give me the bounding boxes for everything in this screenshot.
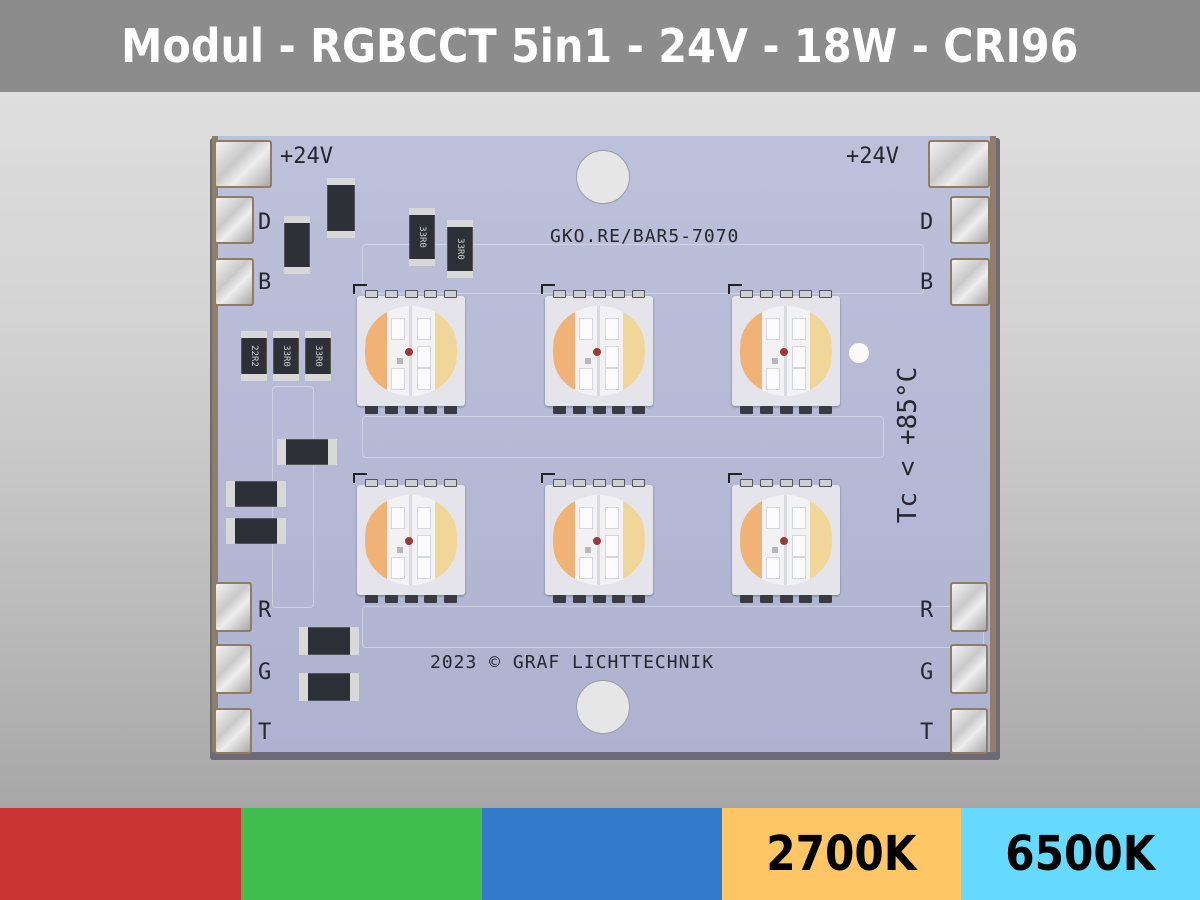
solder-pad-left-r bbox=[214, 582, 252, 632]
solder-pad-right-24v bbox=[928, 140, 990, 188]
copyright-text: 2023 © GRAF LICHTTECHNIK bbox=[430, 652, 715, 673]
solder-pad-left-g bbox=[214, 644, 252, 694]
label-2700k: 2700K bbox=[766, 826, 917, 882]
solder-pad-left-24v bbox=[214, 140, 272, 188]
smd-diode bbox=[226, 518, 286, 544]
pad-label-left-b: B bbox=[258, 270, 272, 295]
led-module-pcb bbox=[212, 136, 996, 752]
pad-label-right-t: T bbox=[920, 720, 934, 745]
pad-label-left-r: R bbox=[258, 598, 272, 623]
pad-label-right-b: B bbox=[920, 270, 934, 295]
rgbcct-led-6 bbox=[728, 473, 840, 603]
rgbcct-led-1 bbox=[353, 284, 465, 414]
rgbcct-led-4 bbox=[353, 473, 465, 603]
rgbcct-led-3 bbox=[728, 284, 840, 414]
mounting-hole-bottom bbox=[576, 680, 630, 734]
resistor: 33R0 bbox=[447, 220, 473, 278]
color-legend: 2700K 6500K bbox=[0, 808, 1200, 900]
solder-pad-right-g bbox=[950, 644, 988, 694]
label-6500k: 6500K bbox=[1005, 826, 1156, 882]
pad-label-left-t: T bbox=[258, 720, 272, 745]
resistor: 33R0 bbox=[273, 331, 299, 381]
pcb-right-edge bbox=[990, 136, 996, 752]
pad-label-right-24v: +24V bbox=[846, 144, 899, 169]
temperature-label: Tc < +85°C bbox=[893, 366, 923, 524]
swatch-cool-white-6500k: 6500K bbox=[961, 808, 1200, 900]
rgbcct-led-2 bbox=[541, 284, 653, 414]
pad-label-right-r: R bbox=[920, 598, 934, 623]
swatch-red bbox=[0, 808, 241, 900]
pcb-left-edge bbox=[212, 136, 218, 752]
smd-diode bbox=[299, 627, 359, 655]
pad-label-right-g: G bbox=[920, 660, 934, 685]
pad-label-right-d: D bbox=[920, 210, 934, 235]
rgbcct-led-5 bbox=[541, 473, 653, 603]
smd-diode bbox=[226, 481, 286, 507]
copper-trace bbox=[362, 416, 884, 458]
pad-label-left-24v: +24V bbox=[280, 144, 333, 169]
copper-trace bbox=[362, 606, 984, 648]
solder-pad-right-r bbox=[950, 582, 988, 632]
solder-pad-right-t bbox=[950, 708, 988, 754]
mounting-hole-top bbox=[576, 150, 630, 204]
resistor: 33R0 bbox=[305, 331, 331, 381]
tc-measure-point bbox=[849, 343, 869, 363]
solder-pad-left-b bbox=[214, 258, 254, 306]
swatch-warm-white-2700k: 2700K bbox=[722, 808, 961, 900]
solder-pad-right-b bbox=[950, 258, 990, 306]
smd-component bbox=[284, 216, 310, 274]
solder-pad-left-d bbox=[214, 196, 254, 244]
title-bar: Modul - RGBCCT 5in1 - 24V - 18W - CRI96 bbox=[0, 0, 1200, 92]
solder-pad-right-d bbox=[950, 196, 990, 244]
pad-label-left-d: D bbox=[258, 210, 272, 235]
smd-component bbox=[327, 178, 355, 238]
pad-label-left-g: G bbox=[258, 660, 272, 685]
part-number: GKO.RE/BAR5-7070 bbox=[550, 226, 740, 247]
resistor: 33R0 bbox=[409, 208, 435, 266]
swatch-blue bbox=[482, 808, 722, 900]
product-title: Modul - RGBCCT 5in1 - 24V - 18W - CRI96 bbox=[121, 19, 1079, 73]
resistor: 22R2 bbox=[241, 331, 267, 381]
smd-diode bbox=[277, 439, 337, 465]
smd-diode bbox=[299, 673, 359, 701]
solder-pad-left-t bbox=[214, 708, 252, 754]
swatch-green bbox=[241, 808, 482, 900]
